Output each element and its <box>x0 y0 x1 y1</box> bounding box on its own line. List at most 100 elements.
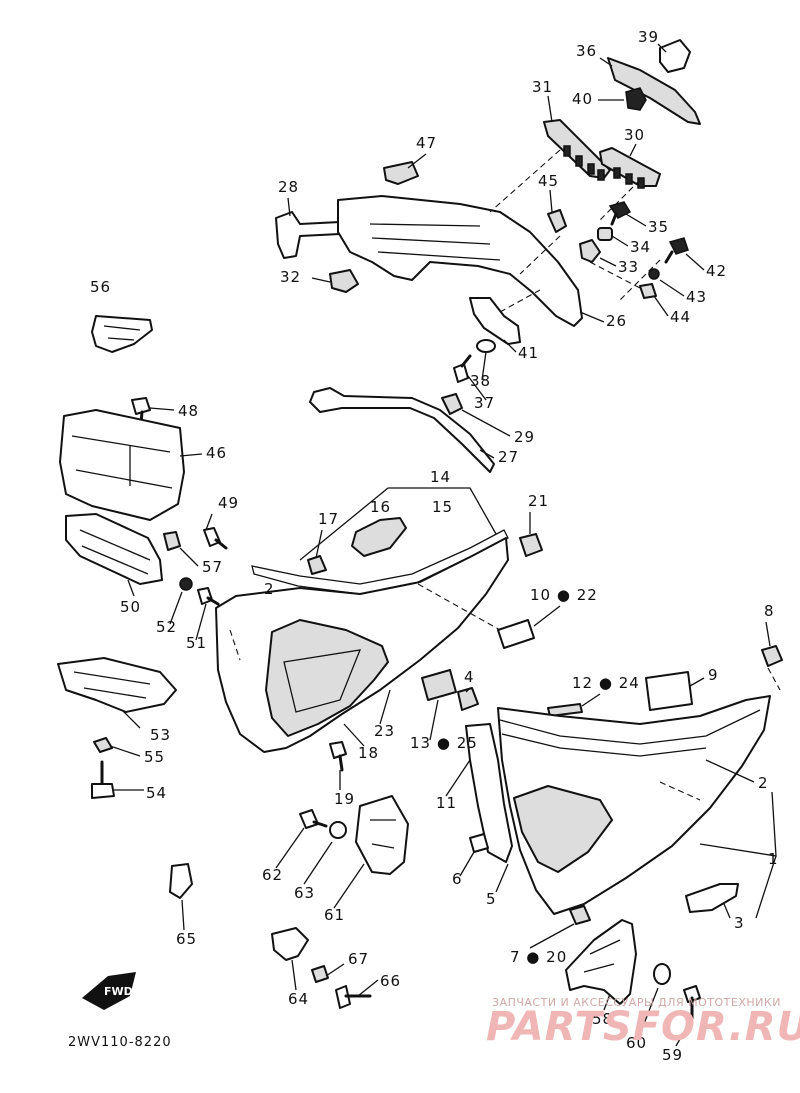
callout-50: 50 <box>120 598 141 616</box>
callout-23: 23 <box>374 722 395 740</box>
part-30-bracket <box>599 147 661 187</box>
part-10-plate <box>497 619 535 649</box>
part-48-bolt <box>131 397 151 415</box>
callout-2-left: 2 <box>264 580 275 598</box>
part-41-bracket <box>469 297 521 345</box>
part-3-grommet <box>685 883 739 913</box>
part-26-ribs <box>369 223 501 261</box>
leader-1 <box>699 791 777 919</box>
part-63-washer <box>329 821 347 839</box>
watermark-subtitle: ЗАПЧАСТИ И АКСЕССУАРЫ ДЛЯ МОТОТЕХНИКИ <box>492 996 781 1009</box>
callout-28: 28 <box>278 178 299 196</box>
part-52-washer <box>179 577 193 591</box>
part-56-bracket <box>91 315 153 353</box>
callout-34: 34 <box>630 238 651 256</box>
leader-left-cover <box>229 583 501 661</box>
part-11-bracket <box>465 723 513 863</box>
part-33-grommet <box>579 239 601 263</box>
callout-1: 1 <box>768 850 779 868</box>
part-66-bolt <box>335 985 351 1009</box>
leader-right-cover <box>659 667 781 801</box>
leader-14 <box>299 487 497 561</box>
part-51-screw <box>197 587 213 605</box>
callout-58: 58 <box>592 1010 613 1028</box>
part-35-shaft <box>610 212 618 226</box>
part-26-cover <box>337 195 583 327</box>
part-2-trim <box>499 709 761 757</box>
part-40-grommet <box>625 87 647 111</box>
part-49-screw <box>203 527 221 547</box>
callout-33: 33 <box>618 258 639 276</box>
part-30-teeth <box>613 167 645 189</box>
watermark-logo: PARTSFOR.RU <box>486 1004 800 1050</box>
callout-31: 31 <box>532 78 553 96</box>
part-38-washer <box>476 339 496 353</box>
callout-61: 61 <box>324 906 345 924</box>
callout-13-25: 13 ● 25 <box>410 734 478 752</box>
part-54-head <box>91 783 115 799</box>
part-56-detail <box>103 325 141 341</box>
part-67-nut <box>311 965 329 983</box>
callout-54: 54 <box>146 784 167 802</box>
callout-52: 52 <box>156 618 177 636</box>
callout-46: 46 <box>206 444 227 462</box>
part-36-trim <box>607 57 701 125</box>
callout-2-right: 2 <box>758 774 769 792</box>
part-46-box <box>59 409 185 521</box>
part-34-nut <box>597 227 613 241</box>
part-12-strip <box>547 703 583 717</box>
callout-15: 15 <box>432 498 453 516</box>
part-8-grommet <box>761 645 783 667</box>
callout-9: 9 <box>708 666 719 684</box>
callout-16: 16 <box>370 498 391 516</box>
part-32-grommet <box>329 269 359 293</box>
callout-57: 57 <box>202 558 223 576</box>
part-53-bracket <box>57 657 177 713</box>
part-7-clip <box>569 905 591 925</box>
part-47-clip <box>383 161 419 185</box>
callout-63: 63 <box>294 884 315 902</box>
callout-35: 35 <box>648 218 669 236</box>
part-50-plate <box>65 513 163 585</box>
callout-3: 3 <box>734 914 745 932</box>
callout-17: 17 <box>318 510 339 528</box>
callout-53: 53 <box>150 726 171 744</box>
part-51-shaft <box>206 596 220 606</box>
part-61-detail <box>370 819 396 849</box>
callout-64: 64 <box>288 990 309 1008</box>
callout-48: 48 <box>178 402 199 420</box>
callout-67: 67 <box>348 950 369 968</box>
callout-38: 38 <box>470 372 491 390</box>
part-19-shaft <box>338 754 344 772</box>
callout-39: 39 <box>638 28 659 46</box>
callout-60: 60 <box>626 1034 647 1052</box>
fwd-label: FWD <box>104 985 133 998</box>
part-28-bracket <box>275 211 341 259</box>
callout-11: 11 <box>436 794 457 812</box>
part-45-clip <box>547 209 567 233</box>
part-13-plate <box>421 669 457 701</box>
callout-10-22: 10 ● 22 <box>530 586 598 604</box>
part-19-screw <box>329 741 347 759</box>
part-50-detail <box>79 529 151 575</box>
part-35-screw <box>608 201 632 219</box>
callout-66: 66 <box>380 972 401 990</box>
part-4-grommet <box>457 687 479 711</box>
callout-6: 6 <box>452 870 463 888</box>
part-1-window <box>513 785 613 873</box>
part-59-screw <box>683 985 701 1003</box>
part-18-panel <box>265 619 389 737</box>
callout-65: 65 <box>176 930 197 948</box>
callout-44: 44 <box>670 308 691 326</box>
part-27-rod <box>309 387 495 473</box>
part-62-screw <box>299 809 319 829</box>
part-53-detail <box>73 671 151 699</box>
part-46-detail <box>71 435 173 489</box>
callout-27: 27 <box>498 448 519 466</box>
callout-4: 4 <box>464 668 475 686</box>
part-43-washer <box>648 268 660 280</box>
callout-labels: 39 36 31 40 30 47 45 28 35 34 42 33 32 4… <box>90 28 779 1064</box>
callout-49: 49 <box>218 494 239 512</box>
part-49-shaft <box>214 538 228 550</box>
